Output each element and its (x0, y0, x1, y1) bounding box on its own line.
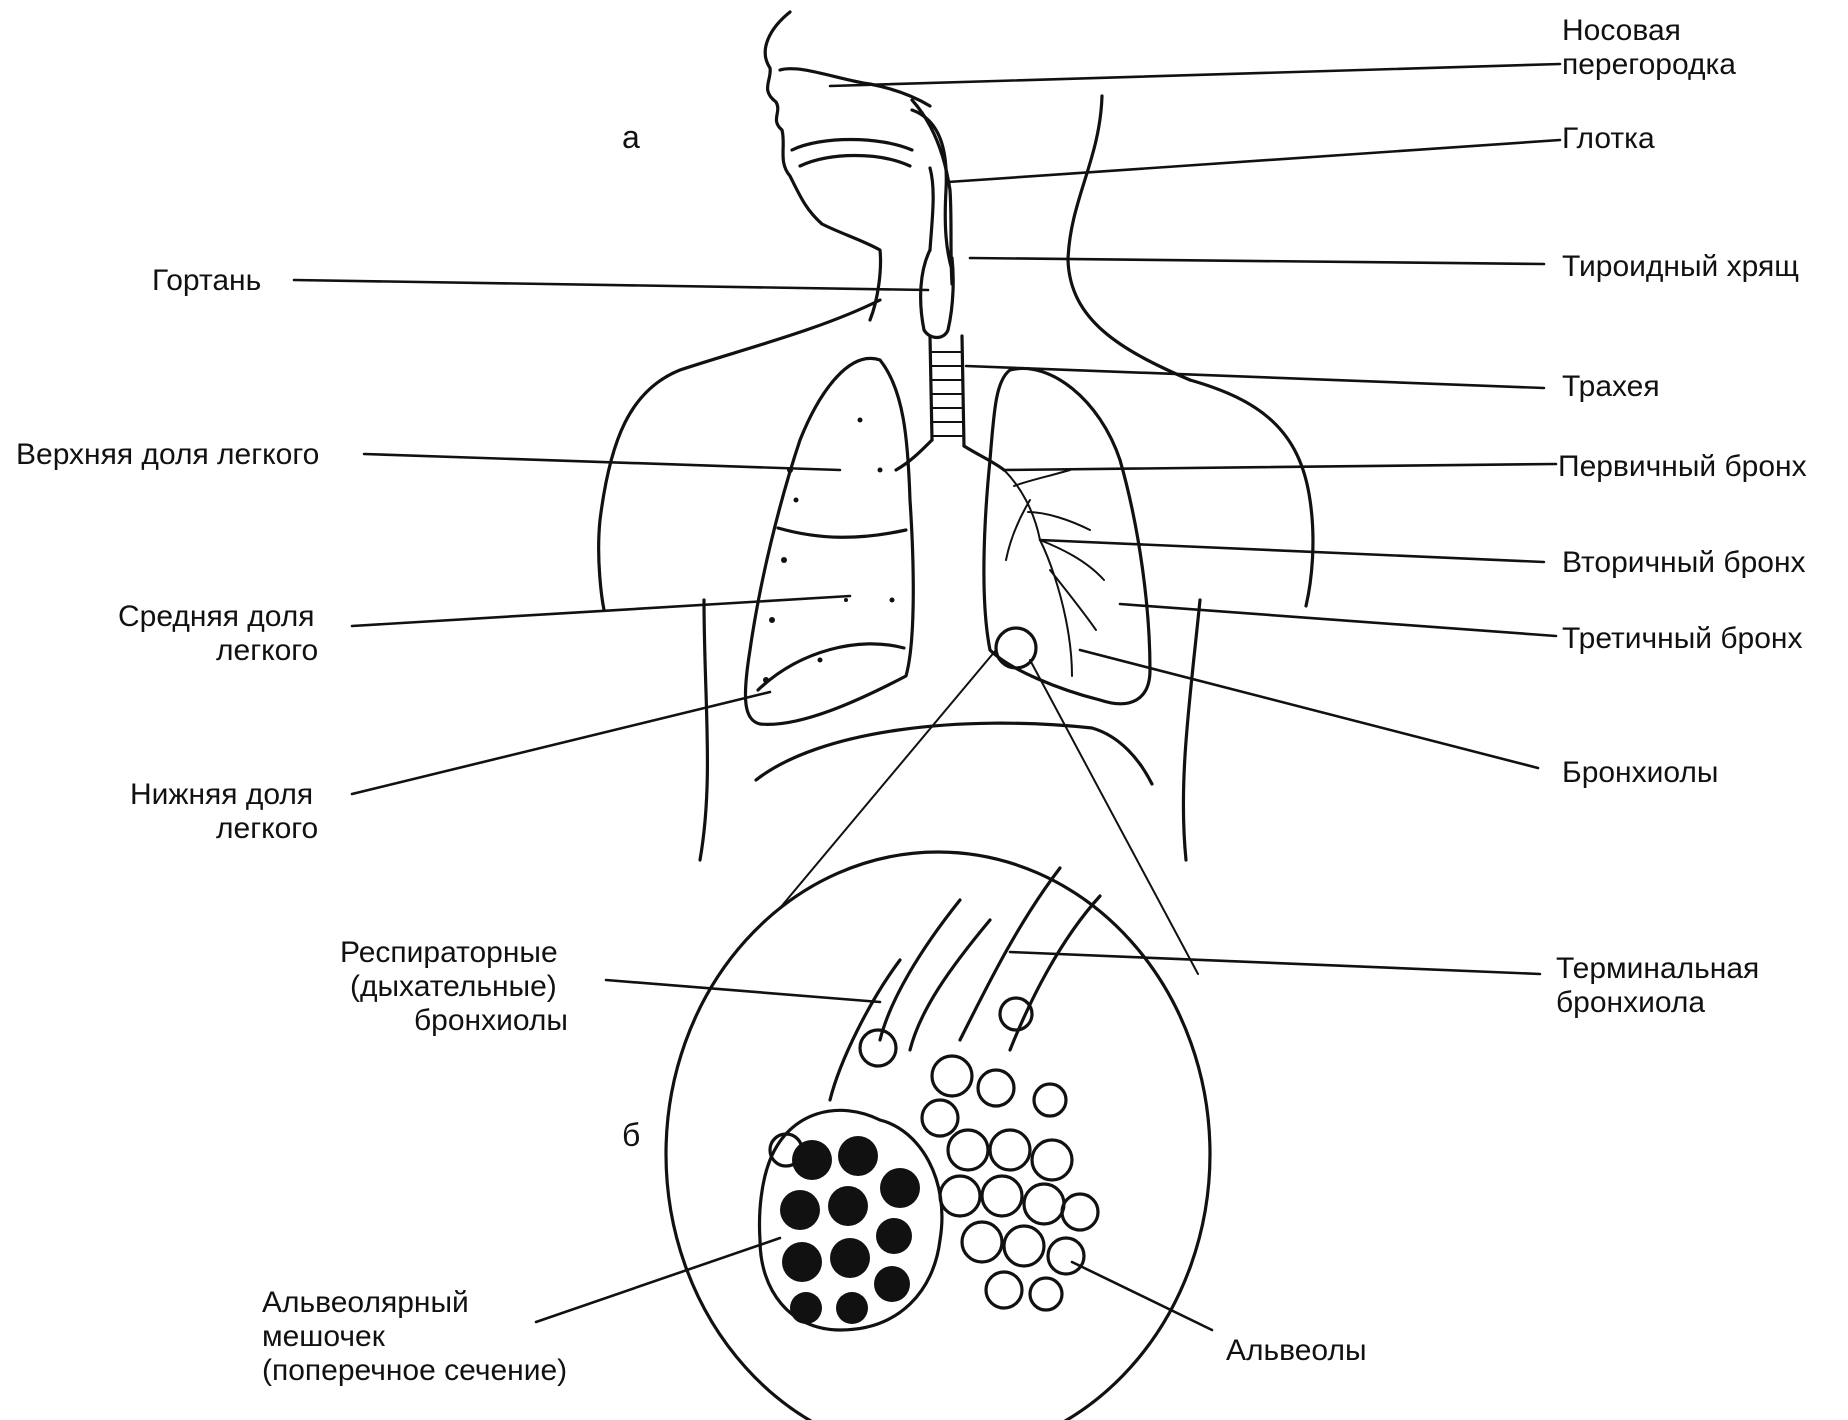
respiratory-bronchiole-2 (828, 958, 902, 1102)
leader-alveoli (1070, 1260, 1214, 1332)
leader-bronchioles (1078, 648, 1540, 770)
label-trachea: Трахея (1562, 370, 1660, 403)
label-tertiary-bronchus: Третичный бронх (1562, 622, 1802, 655)
leader-lines (292, 62, 1562, 1332)
leader-trachea (964, 364, 1546, 390)
magnified-view (664, 649, 1212, 1420)
label-middle-lobe-1: Средняя доля (118, 600, 315, 633)
label-nasal-septum-2: перегородка (1562, 48, 1736, 81)
leader-thyroid-cartilage (968, 256, 1546, 266)
label-bronchioles: Бронхиолы (1562, 756, 1718, 789)
label-alveolar-sac-3: (поперечное сечение) (262, 1354, 567, 1387)
label-lower-lobe-1: Нижняя доля (130, 778, 313, 811)
label-thyroid-cartilage: Тироидный хрящ (1562, 250, 1799, 283)
right-shoulder (1188, 378, 1315, 608)
leader-middle-lobe (350, 594, 852, 628)
leader-terminal-bronchiole (1008, 950, 1542, 976)
pharynx-tube (910, 108, 954, 272)
label-pharynx: Глотка (1562, 122, 1655, 155)
body-outline (597, 10, 1315, 862)
label-terminal-bronchiole-2: бронхиола (1556, 986, 1705, 1019)
alveoli-cluster (938, 1128, 1100, 1312)
leader-respiratory-bronchioles (604, 978, 882, 1004)
label-respiratory-bronchioles-1: Респираторные (340, 936, 558, 969)
label-larynx: Гортань (152, 264, 261, 297)
alveolar-sac-outline (757, 1108, 944, 1332)
left-primary-bronchus (962, 444, 1006, 472)
label-secondary-bronchus: Вторичный бронх (1562, 546, 1806, 579)
bronchial-tree (1003, 469, 1105, 677)
label-upper-lobe: Верхняя доля легкого (16, 438, 319, 471)
larynx-shape (919, 248, 955, 340)
face-profile (763, 10, 883, 322)
leader-alveolar-sac (534, 1236, 782, 1324)
label-terminal-bronchiole-1: Терминальная (1556, 952, 1759, 985)
respiratory-bronchiole-1 (878, 898, 992, 1052)
leader-pharynx (946, 138, 1562, 184)
label-middle-lobe-2: легкого (216, 634, 318, 667)
labels: Носовая перегородка Глотка Тироидный хря… (16, 14, 1807, 1387)
neck-right (1066, 94, 1192, 382)
leader-nasal-septum (828, 62, 1562, 88)
stippled-alveoli (768, 996, 1068, 1168)
magnifier-line-right (1029, 659, 1199, 975)
nasal-cavity (778, 67, 932, 108)
lung-outline-right (982, 366, 1152, 706)
left-torso (698, 598, 710, 862)
leader-primary-bronchus (1002, 462, 1558, 472)
label-lower-lobe-2: легкого (216, 812, 318, 845)
label-primary-bronchus: Первичный бронх (1558, 450, 1807, 483)
diaphragm (754, 721, 1154, 786)
lobe-divider-lower (756, 642, 906, 692)
leader-lower-lobe (350, 690, 772, 796)
palate (790, 137, 914, 168)
label-alveoli: Альвеолы (1226, 1334, 1367, 1367)
part-a-letter: а (622, 119, 640, 155)
magnifier-line-left (779, 649, 997, 909)
bronchiole-magnifier-origin (994, 626, 1038, 670)
magnifier-circle (664, 850, 1212, 1420)
lung-stipple (763, 417, 895, 683)
left-lung (982, 366, 1152, 706)
label-alveolar-sac-2: мешочек (262, 1320, 386, 1353)
terminal-bronchiole-tube (958, 866, 1102, 1052)
lung-outline-left (743, 356, 915, 726)
trachea-rings (931, 351, 963, 437)
alveolar-sac-cross-section (757, 1108, 944, 1332)
label-alveolar-sac-1: Альвеолярный (262, 1286, 469, 1319)
part-b-letter: б (622, 1117, 640, 1153)
right-torso (1181, 598, 1202, 862)
leader-larynx (292, 278, 930, 292)
lobe-divider-upper (776, 526, 908, 539)
leader-upper-lobe (362, 452, 842, 472)
right-lung (743, 356, 915, 726)
label-nasal-septum-1: Носовая (1562, 14, 1681, 47)
left-shoulder (597, 298, 882, 612)
right-primary-bronchus (894, 438, 934, 472)
label-respiratory-bronchioles-2: (дыхательные) (350, 970, 557, 1003)
label-respiratory-bronchioles-3: бронхиолы (414, 1004, 568, 1037)
leader-secondary-bronchus (1038, 538, 1546, 564)
leader-tertiary-bronchus (1118, 602, 1558, 638)
